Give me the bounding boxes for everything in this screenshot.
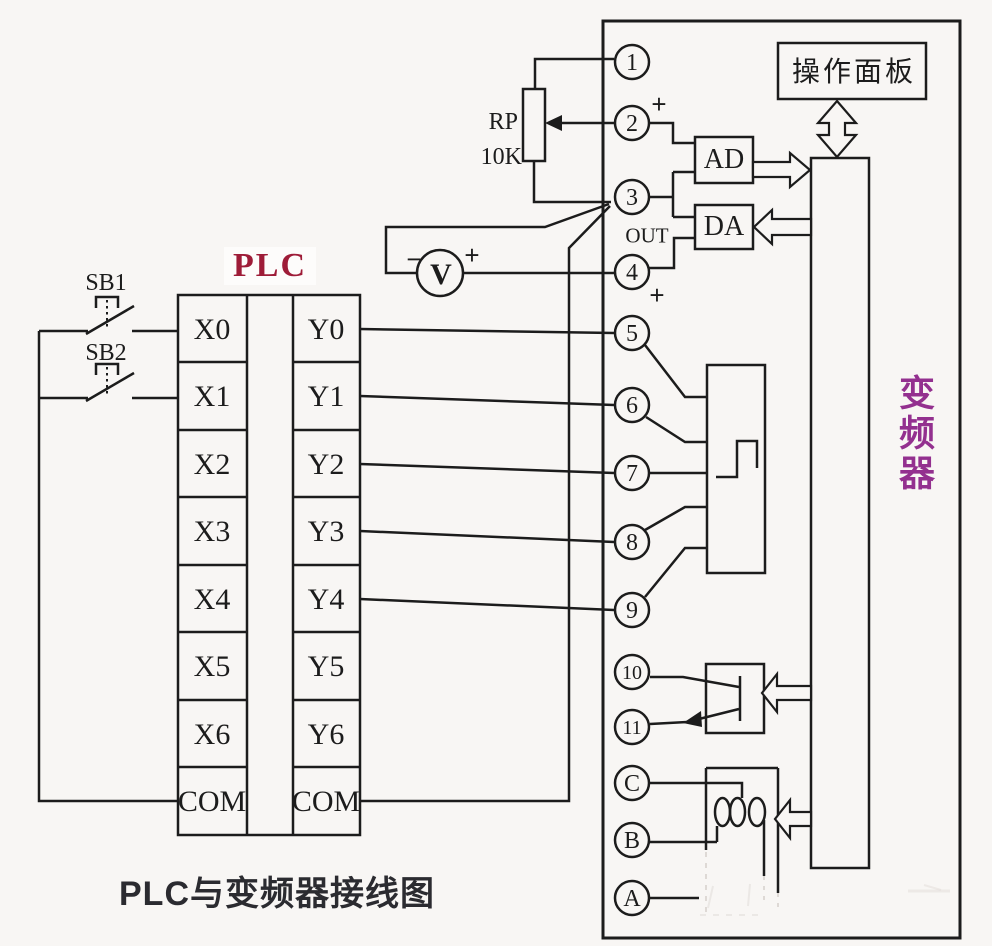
terminal-circle-B xyxy=(613,821,651,859)
plc-cell-xcom: COM xyxy=(177,785,247,818)
plc-cell-y0: Y0 xyxy=(307,313,345,346)
panel-cpu-double-arrow-icon xyxy=(815,99,859,159)
terminal-circle-A xyxy=(613,879,651,917)
com-return-wire xyxy=(360,205,611,803)
inverter-label: 变频器 xyxy=(894,374,935,494)
plc-cell-x5: X5 xyxy=(193,650,231,683)
potentiometer-name: RP xyxy=(488,109,518,135)
operation-panel-box xyxy=(776,41,928,101)
terminal-circle-2 xyxy=(613,104,651,142)
ad-box xyxy=(693,135,755,185)
terminal-label-5: 5 xyxy=(626,321,638,347)
plc-cell-x6: X6 xyxy=(193,718,231,751)
terminal-label-7: 7 xyxy=(626,461,638,487)
terminal-circles xyxy=(613,43,651,917)
terminal-label-8: 8 xyxy=(626,530,638,556)
pulse-signal-icon xyxy=(716,439,759,479)
out-label: OUT xyxy=(625,223,669,248)
watermark-ghost-marks xyxy=(700,852,950,916)
potentiometer-symbol xyxy=(521,57,614,204)
terminal-circle-7 xyxy=(613,454,651,492)
plc-cell-y6: Y6 xyxy=(307,718,345,751)
plc-cell-y5: Y5 xyxy=(307,650,345,683)
cpu-to-transistor-arrow-icon xyxy=(760,670,813,716)
voltmeter-symbol xyxy=(384,202,614,298)
terminal-label-11: 11 xyxy=(622,717,642,739)
relay-contact-icon xyxy=(747,796,767,828)
output-wires xyxy=(359,327,615,612)
terminal-circle-8 xyxy=(613,523,651,561)
da-label: DA xyxy=(703,211,745,242)
voltmeter-plus-sign: + xyxy=(464,240,480,270)
terminal-label-3: 3 xyxy=(626,185,638,211)
analog-wires xyxy=(649,121,695,270)
terminal-label-B: B xyxy=(623,828,641,854)
relay-coil-icon xyxy=(713,796,732,828)
terminal-circle-1 xyxy=(613,43,651,81)
terminal-label-A: A xyxy=(623,886,641,912)
potentiometer-value: 10K xyxy=(480,144,522,170)
terminal-label-2: 2 xyxy=(626,111,638,137)
terminal-circle-10 xyxy=(613,653,651,691)
ad-to-cpu-arrow-icon xyxy=(751,150,812,190)
plc-cell-x2: X2 xyxy=(193,448,231,481)
terminal-circle-5 xyxy=(613,314,651,352)
plc-cell-y2: Y2 xyxy=(307,448,345,481)
plc-cell-y3: Y3 xyxy=(307,515,345,548)
terminal-label-6: 6 xyxy=(626,393,638,419)
voltmeter-minus-sign: − xyxy=(406,244,422,274)
transistor-output-block xyxy=(649,662,766,735)
plc-cell-x3: X3 xyxy=(193,515,231,548)
sb1-label: SB1 xyxy=(85,270,127,296)
cpu-to-da-arrow-icon xyxy=(752,207,813,247)
plc-cell-y1: Y1 xyxy=(307,380,345,413)
ad-label: AD xyxy=(703,144,745,175)
terminal4-plus-sign: + xyxy=(649,280,665,310)
terminal-circle-6 xyxy=(613,386,651,424)
plc-cell-x0: X0 xyxy=(193,313,231,346)
terminal-circle-4 xyxy=(613,253,651,291)
cpu-module-rect xyxy=(809,156,871,870)
terminal-label-10: 10 xyxy=(622,662,642,684)
plc-cell-ycom: COM xyxy=(291,785,361,818)
terminal-label-1: 1 xyxy=(626,50,638,76)
transistor-emitter-arrow-icon xyxy=(683,711,702,727)
pulse-input-block xyxy=(644,344,767,598)
pushbutton-sb1-icon xyxy=(39,295,178,336)
operation-panel-label: 操作面板 xyxy=(791,56,917,87)
pushbutton-sb2-icon xyxy=(39,362,178,403)
terminal-label-9: 9 xyxy=(626,598,638,624)
terminal-label-4: 4 xyxy=(626,260,638,286)
terminal-circle-11 xyxy=(613,708,651,746)
diagram-title: PLC与变频器接线图 xyxy=(119,875,435,913)
plc-box xyxy=(176,293,362,837)
plc-cell-x1: X1 xyxy=(193,380,231,413)
terminal-circle-9 xyxy=(613,591,651,629)
terminal-label-C: C xyxy=(623,771,641,797)
relay-coil-icon xyxy=(728,796,747,828)
terminal-circle-3 xyxy=(613,178,651,216)
sb2-label: SB2 xyxy=(85,340,127,366)
terminal-circle-C xyxy=(613,764,651,802)
relay-output-block xyxy=(649,766,780,900)
inverter-box xyxy=(601,19,962,940)
plc-cell-y4: Y4 xyxy=(307,583,345,616)
cpu-to-relay-arrow-icon xyxy=(773,796,813,842)
terminal2-plus-sign: + xyxy=(651,89,667,119)
plc-label: PLC xyxy=(224,247,316,285)
voltmeter-label: V xyxy=(430,258,452,291)
plc-cell-x4: X4 xyxy=(193,583,231,616)
input-ladder-wires xyxy=(37,331,178,803)
